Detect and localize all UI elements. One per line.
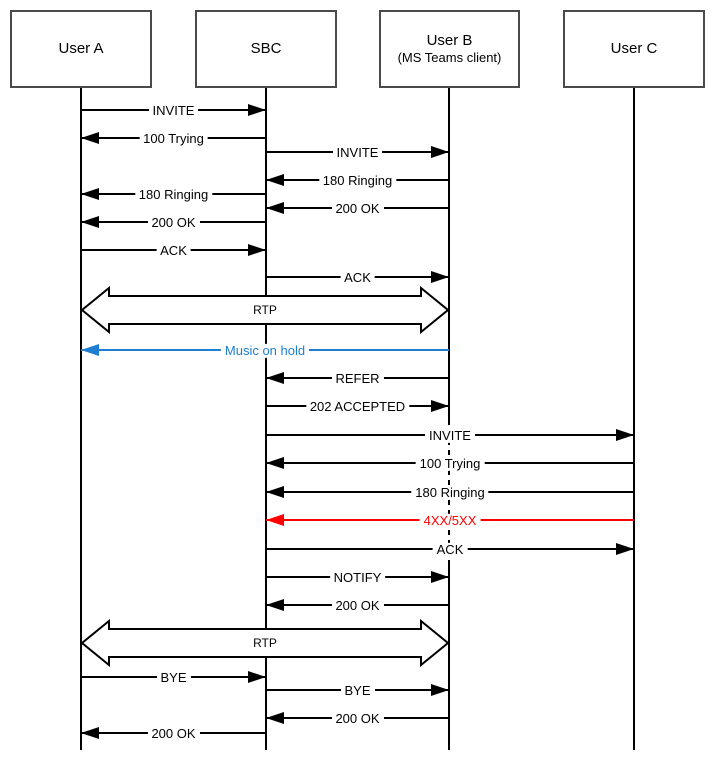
message-label: BYE bbox=[340, 683, 375, 699]
arrowhead-icon bbox=[81, 727, 99, 739]
actor-label-user-c: User C bbox=[610, 40, 658, 58]
arrowhead-icon bbox=[266, 202, 284, 214]
message-label: INVITE bbox=[148, 103, 199, 119]
lifeline-sbc bbox=[265, 88, 267, 750]
message-label: 180 Ringing bbox=[411, 485, 489, 501]
lifeline-user-a bbox=[80, 88, 82, 750]
rtp-media-arrow: RTP bbox=[81, 619, 449, 667]
arrowhead-icon bbox=[431, 571, 449, 583]
message-label: REFER bbox=[331, 371, 384, 387]
arrowhead-icon bbox=[248, 244, 266, 256]
arrowhead-icon bbox=[248, 671, 266, 683]
message-label: 180 Ringing bbox=[134, 187, 213, 203]
message-label: 100 Trying bbox=[415, 456, 485, 472]
arrowhead-icon bbox=[266, 486, 284, 498]
message-label: INVITE bbox=[332, 145, 383, 161]
actor-box-sbc: SBC bbox=[195, 10, 337, 88]
message-label: NOTIFY bbox=[329, 570, 386, 586]
arrowhead-icon bbox=[81, 188, 99, 200]
message-label: 202 ACCEPTED bbox=[305, 399, 410, 415]
message-label: INVITE bbox=[425, 428, 475, 444]
message-label: ACK bbox=[156, 243, 191, 259]
rtp-media-arrow: RTP bbox=[81, 286, 449, 334]
arrowhead-icon bbox=[431, 146, 449, 158]
message-label: 200 OK bbox=[147, 726, 200, 742]
actor-sublabel-user-b: (MS Teams client) bbox=[397, 50, 502, 66]
arrowhead-icon bbox=[266, 712, 284, 724]
lifeline-user-c bbox=[633, 88, 635, 750]
arrowhead-icon bbox=[431, 271, 449, 283]
arrowhead-icon bbox=[616, 429, 634, 441]
arrowhead-icon bbox=[81, 344, 99, 356]
message-label: 200 OK bbox=[331, 598, 384, 614]
message-label: ACK bbox=[432, 542, 468, 558]
actor-box-user-c: User C bbox=[563, 10, 705, 88]
message-label: 180 Ringing bbox=[318, 173, 397, 189]
arrowhead-icon bbox=[266, 599, 284, 611]
lifeline-user-b bbox=[448, 562, 450, 750]
message-label: ACK bbox=[340, 270, 375, 286]
arrowhead-icon bbox=[431, 400, 449, 412]
rtp-label: RTP bbox=[253, 636, 277, 650]
arrowhead-icon bbox=[81, 132, 99, 144]
actor-box-user-b: User B (MS Teams client) bbox=[379, 10, 520, 88]
actor-label-sbc: SBC bbox=[250, 40, 282, 58]
actor-label-user-b: User B bbox=[426, 31, 473, 49]
arrowhead-icon bbox=[266, 514, 284, 526]
message-label: 4XX/5XX bbox=[419, 513, 481, 529]
arrowhead-icon bbox=[81, 216, 99, 228]
arrowhead-icon bbox=[616, 543, 634, 555]
actor-box-user-a: User A bbox=[10, 10, 152, 88]
arrowhead-icon bbox=[266, 174, 284, 186]
rtp-label: RTP bbox=[253, 303, 277, 317]
arrowhead-icon bbox=[266, 372, 284, 384]
message-label: 200 OK bbox=[147, 215, 200, 231]
message-label: 200 OK bbox=[331, 711, 384, 727]
message-label: 100 Trying bbox=[139, 131, 208, 147]
actor-label-user-a: User A bbox=[58, 40, 104, 58]
arrowhead-icon bbox=[431, 684, 449, 696]
message-label: 200 OK bbox=[331, 201, 384, 217]
lifeline-user-b bbox=[448, 88, 450, 420]
message-label: BYE bbox=[156, 670, 191, 686]
message-label: Music on hold bbox=[220, 343, 310, 359]
arrowhead-icon bbox=[266, 457, 284, 469]
arrowhead-icon bbox=[248, 104, 266, 116]
